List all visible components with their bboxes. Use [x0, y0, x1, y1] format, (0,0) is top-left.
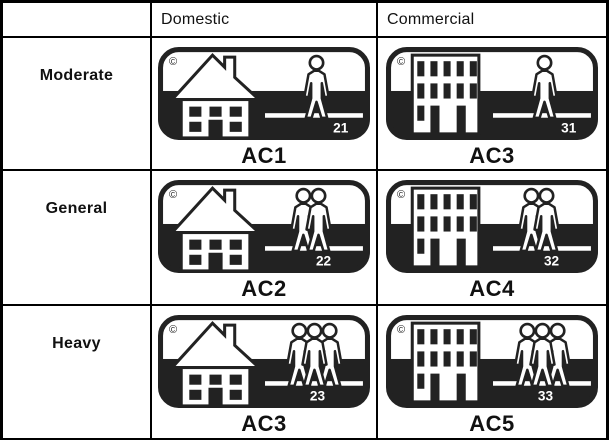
- badge-border: [158, 47, 370, 140]
- row-label-general: General: [3, 171, 150, 304]
- copyright-icon: ©: [397, 56, 405, 68]
- header-cell-commercial: Commercial: [378, 3, 606, 36]
- rating-label: AC3: [469, 143, 515, 168]
- rating-label: AC4: [469, 276, 515, 301]
- floor-line: [493, 113, 591, 118]
- ac3-heavy-pictogram-badge: © 23: [158, 315, 370, 408]
- copyright-icon: ©: [169, 56, 177, 68]
- cell-moderate-commercial: © 31 AC3: [378, 38, 606, 169]
- cell-moderate-domestic: © 21 AC1: [152, 38, 376, 169]
- ac4-pictogram-badge: © 32: [386, 180, 598, 273]
- commercial-rating-pictogram: © 33: [386, 315, 598, 408]
- person-icon: [533, 187, 560, 253]
- wear-class-number: 31: [561, 120, 577, 135]
- wear-class-number: 22: [316, 253, 332, 268]
- copyright-icon: ©: [169, 324, 177, 336]
- person-icon: [531, 54, 558, 120]
- domestic-rating-pictogram: © 22: [158, 180, 370, 273]
- copyright-icon: ©: [169, 189, 177, 201]
- commercial-rating-pictogram: © 32: [386, 180, 598, 273]
- badge-border: [386, 315, 598, 408]
- wear-class-number: 32: [544, 253, 560, 268]
- rating-label: AC1: [241, 143, 287, 168]
- house-icon: [168, 320, 263, 408]
- person-icon: [303, 54, 330, 120]
- floor-line: [265, 381, 363, 386]
- row-label-moderate: Moderate: [3, 38, 150, 169]
- header-cell-empty: [3, 3, 150, 36]
- rating-label: AC2: [241, 276, 287, 301]
- rating-label: AC3: [241, 411, 287, 436]
- row-label-heavy: Heavy: [3, 306, 150, 438]
- floor-line: [265, 113, 363, 118]
- cell-general-commercial: © 32 AC4: [378, 171, 606, 304]
- commercial-rating-pictogram: © 31: [386, 47, 598, 140]
- cell-heavy-domestic: © 23 AC3: [152, 306, 376, 438]
- person-icon: [305, 187, 332, 253]
- ac3-pictogram-badge: © 31: [386, 47, 598, 140]
- badge-border: [386, 47, 598, 140]
- ac5-pictogram-badge: © 33: [386, 315, 598, 408]
- wear-class-number: 23: [310, 388, 326, 403]
- badge-border: [158, 315, 370, 408]
- cell-general-domestic: © 22 AC2: [152, 171, 376, 304]
- badge-border: [386, 180, 598, 273]
- rating-label: AC5: [469, 411, 515, 436]
- ac1-pictogram-badge: © 21: [158, 47, 370, 140]
- badge-border: [158, 180, 370, 273]
- wear-class-number: 21: [333, 120, 349, 135]
- building-icon: [410, 321, 481, 404]
- house-icon: [168, 52, 263, 140]
- ac2-pictogram-badge: © 22: [158, 180, 370, 273]
- building-icon: [410, 53, 481, 136]
- person-icon: [529, 322, 556, 388]
- house-icon: [168, 185, 263, 273]
- wear-class-number: 33: [538, 388, 554, 403]
- copyright-icon: ©: [397, 324, 405, 336]
- domestic-rating-pictogram: © 23: [158, 315, 370, 408]
- copyright-icon: ©: [397, 189, 405, 201]
- domestic-rating-pictogram: © 21: [158, 47, 370, 140]
- person-icon: [301, 322, 328, 388]
- floor-line: [493, 381, 591, 386]
- header-cell-domestic: Domestic: [152, 3, 376, 36]
- building-icon: [410, 186, 481, 269]
- cell-heavy-commercial: © 33 AC5: [378, 306, 606, 438]
